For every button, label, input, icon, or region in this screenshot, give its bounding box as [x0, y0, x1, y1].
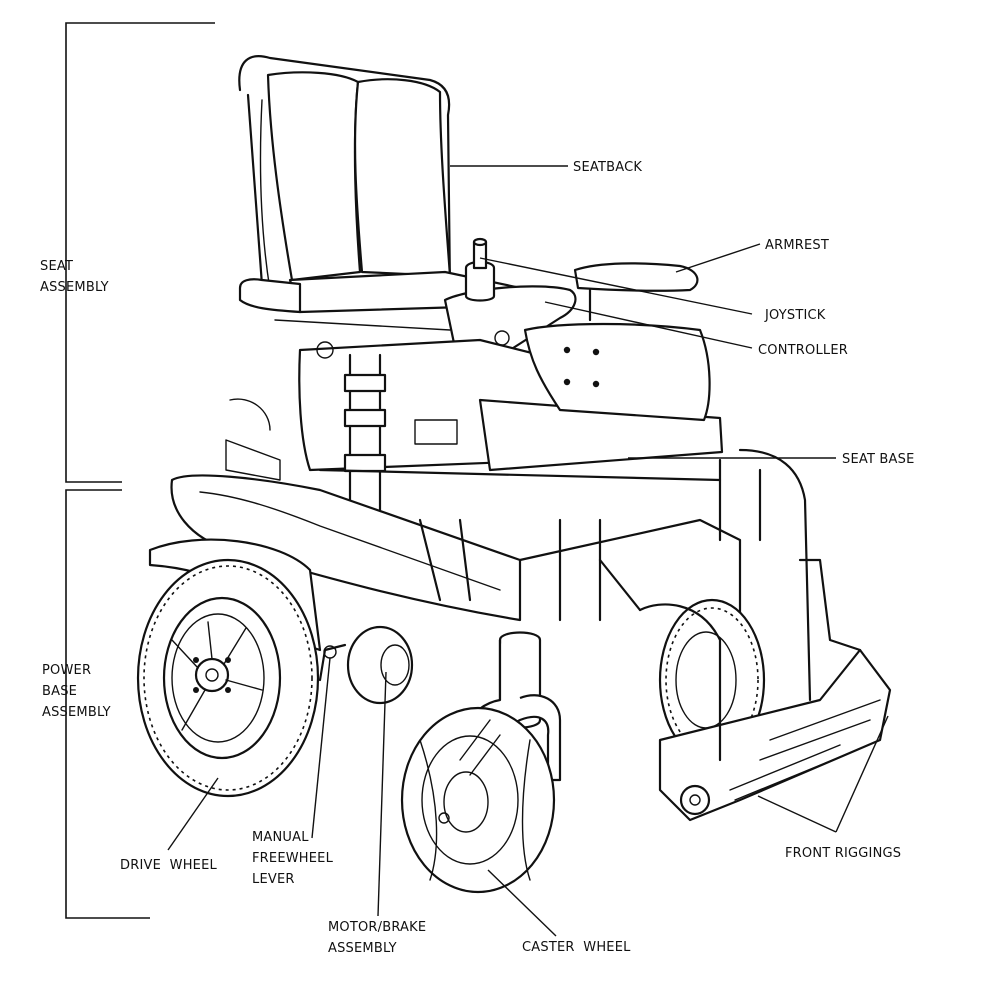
motor-brake-label-line1: MOTOR/BRAKE: [328, 920, 426, 935]
power-base-label-line2: BASE: [42, 684, 77, 699]
front-riggings-part: [598, 448, 892, 822]
joystick-leader: [479, 257, 753, 315]
front-riggings-leader-b: [835, 715, 889, 833]
front-riggings-label: FRONT RIGGINGS: [785, 846, 901, 861]
motor-brake-label-line2: ASSEMBLY: [328, 941, 397, 956]
seat-base-label: SEAT BASE: [842, 452, 915, 467]
controller-leader: [544, 301, 753, 349]
freewheel-label-line3: LEVER: [252, 872, 295, 887]
caster-wheel-label: CASTER WHEEL: [522, 940, 631, 955]
power-base-assembly-bracket: [65, 489, 150, 919]
controller-label: CONTROLLER: [758, 343, 848, 358]
seat-base-part: [225, 319, 724, 562]
freewheel-leader: [311, 657, 331, 839]
controller-part: [443, 237, 577, 356]
power-base-label-line3: ASSEMBLY: [42, 705, 111, 720]
front-riggings-leader-a: [757, 795, 837, 833]
freewheel-label-line2: FREEWHEEL: [252, 851, 334, 866]
motor-leader: [377, 671, 387, 917]
drive-wheel-leader: [167, 777, 219, 851]
freewheel-label-line1: MANUAL: [252, 830, 309, 845]
armrest-leader: [675, 243, 761, 273]
seatback-label: SEATBACK: [573, 160, 642, 175]
armrest-part: [573, 262, 699, 322]
seat-assembly-bracket: [65, 22, 215, 483]
power-base-label-line1: POWER: [42, 663, 91, 678]
labels: SEATBACK ARMREST JOYSTICK CONTROLLER SEA…: [40, 160, 915, 956]
seatback-part: [238, 55, 452, 292]
leader-lines: [167, 165, 889, 937]
drive-wheel-part: [136, 558, 320, 798]
caster-leader: [487, 869, 557, 937]
seat-assembly-label-line1: SEAT: [40, 259, 73, 274]
drive-wheel-label: DRIVE WHEEL: [120, 858, 218, 873]
wheelchair-drawing: [136, 55, 892, 894]
caster-wheel-part: [400, 640, 562, 894]
armrest-label: ARMREST: [765, 238, 829, 253]
joystick-label: JOYSTICK: [764, 308, 826, 323]
seat-assembly-label-line2: ASSEMBLY: [40, 280, 109, 295]
motor-part: [318, 625, 414, 705]
